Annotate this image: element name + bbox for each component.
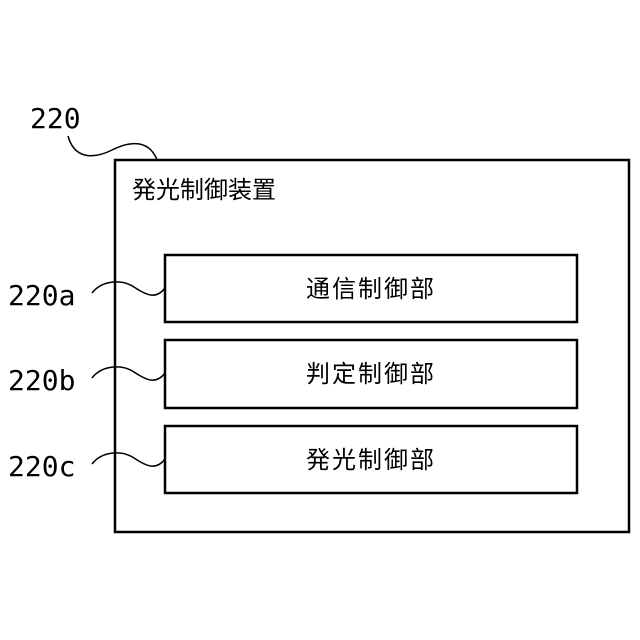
- unit-label: 判定制御部: [306, 360, 436, 388]
- unit-reference-number: 220b: [8, 364, 75, 397]
- unit-label: 通信制御部: [306, 275, 436, 303]
- unit-reference-number: 220c: [8, 450, 75, 483]
- device-title: 発光制御装置: [132, 176, 276, 204]
- unit-label: 発光制御部: [306, 446, 436, 474]
- unit-reference-number: 220a: [8, 279, 75, 312]
- device-leader-line: [68, 136, 158, 162]
- device-reference-number: 220: [30, 102, 81, 135]
